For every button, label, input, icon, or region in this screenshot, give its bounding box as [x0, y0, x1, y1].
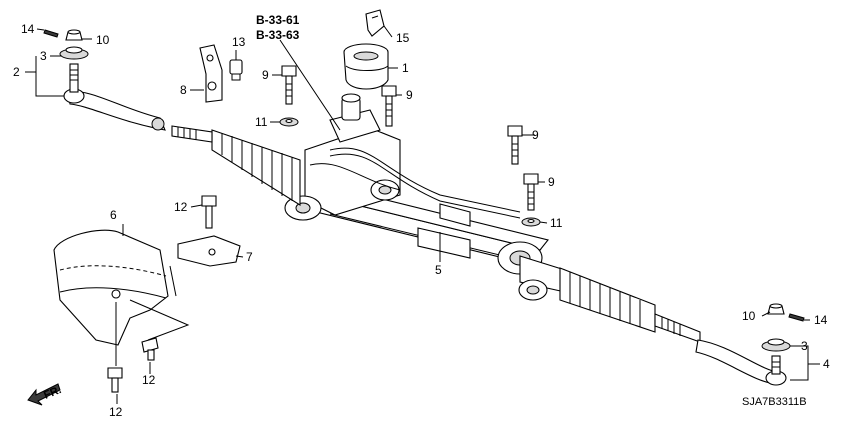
callout-15: 15	[396, 31, 410, 45]
bolt-12-a	[201, 195, 217, 229]
callout-10-left: 10	[96, 33, 110, 47]
right-rack-tube	[518, 255, 566, 301]
left-tie-rod-inner	[171, 125, 213, 143]
left-tie-rod-fasteners	[43, 29, 89, 60]
bolt-9-c	[507, 125, 523, 165]
valve-body	[284, 93, 521, 227]
reference-b-33-63[interactable]: B-33-63	[256, 28, 300, 42]
callout-10-right: 10	[742, 309, 756, 323]
callout-9-b: 9	[406, 88, 413, 102]
callout-9-c: 9	[532, 128, 539, 142]
bolt-13	[229, 59, 243, 81]
dust-cover-1	[343, 43, 389, 90]
bolt-9-d	[523, 173, 539, 211]
right-tie-rod-fasteners	[761, 303, 805, 352]
callout-12-c: 12	[109, 405, 123, 419]
callout-3-right: 3	[801, 339, 808, 353]
bracket-8	[199, 44, 223, 103]
bolt-9-a	[281, 65, 297, 105]
front-direction-arrow	[27, 383, 61, 406]
callout-14-left: 14	[21, 22, 35, 36]
callout-14-right: 14	[814, 313, 828, 327]
callout-6: 6	[110, 208, 117, 222]
callout-11-b: 11	[550, 216, 563, 230]
bolt-12-b	[141, 337, 159, 361]
callout-13: 13	[232, 35, 246, 49]
callout-7: 7	[246, 250, 253, 264]
callout-8: 8	[180, 83, 187, 97]
right-tie-rod-end	[695, 339, 787, 386]
front-direction-label: FR.	[42, 384, 63, 402]
reference-b-33-61[interactable]: B-33-61	[256, 13, 300, 27]
heat-shield-6	[53, 229, 169, 346]
callout-2: 2	[13, 65, 20, 79]
right-boot	[559, 267, 656, 333]
bolt-9-b	[381, 85, 397, 127]
washer-11-a	[279, 117, 299, 127]
washer-11-b	[521, 217, 541, 227]
callout-12-b: 12	[142, 373, 156, 387]
right-tie-rod-inner	[654, 313, 701, 343]
callout-9-d: 9	[548, 175, 555, 189]
callout-1: 1	[402, 61, 409, 75]
callout-9-a: 9	[262, 68, 269, 82]
callout-4: 4	[823, 357, 830, 371]
callout-3-left: 3	[40, 49, 47, 63]
left-boot	[211, 129, 301, 206]
diagram-code: SJA7B3311B	[742, 396, 807, 408]
bracket-7	[169, 235, 241, 297]
bolt-12-c	[107, 367, 123, 393]
clip-15	[365, 9, 385, 37]
callout-11-a: 11	[255, 115, 268, 129]
leader-lines	[25, 25, 820, 404]
callout-12-a: 12	[174, 200, 188, 214]
left-tie-rod-end	[63, 63, 166, 131]
callout-5: 5	[435, 263, 442, 277]
